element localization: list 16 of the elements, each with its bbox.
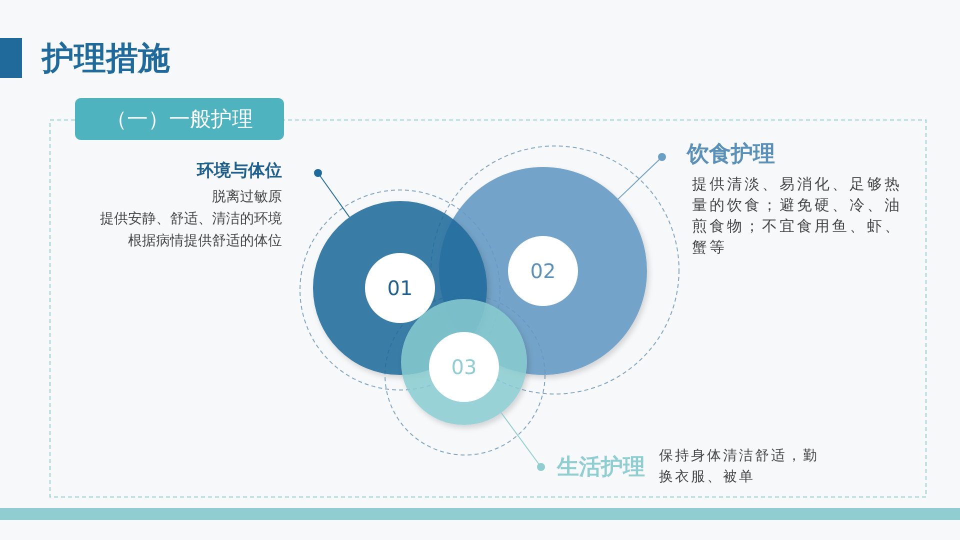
body-text: 保持身体清洁舒适，勤换衣服、被单 bbox=[659, 447, 820, 487]
body-text: 根据病情提供舒适的体位 bbox=[127, 232, 282, 251]
leader-line bbox=[500, 412, 545, 471]
number-disc: 01 bbox=[365, 253, 435, 323]
leader-line bbox=[618, 153, 666, 200]
number-disc: 03 bbox=[429, 332, 499, 402]
body-text: 脱离过敏原 bbox=[211, 188, 282, 207]
heading: 环境与体位 bbox=[196, 160, 282, 183]
body-text: 提供清淡、易消化、足够热量的饮食；避免硬、冷、油煎食物；不宜食用鱼、虾、蟹等 bbox=[692, 174, 903, 258]
heading: 生活护理 bbox=[557, 454, 645, 482]
title: 护理措施 bbox=[42, 38, 170, 79]
leader-line bbox=[314, 169, 350, 218]
body-text: 提供安静、舒适、清洁的环境 bbox=[99, 210, 282, 229]
heading: 饮食护理 bbox=[687, 141, 776, 169]
number-disc: 02 bbox=[508, 236, 578, 306]
section-tab: （一）一般护理 bbox=[75, 98, 284, 140]
